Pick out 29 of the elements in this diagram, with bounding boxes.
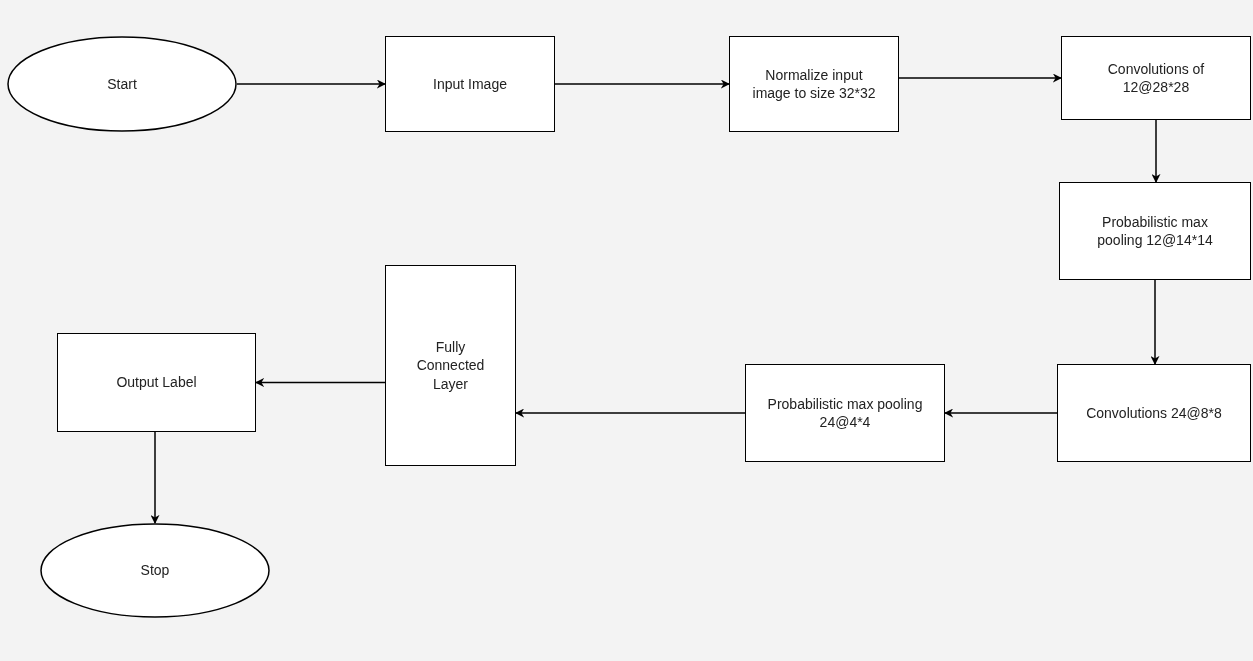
arrow — [236, 79, 386, 89]
arrow — [150, 431, 160, 524]
node-label: Stop — [139, 561, 171, 580]
process-box — [1059, 182, 1251, 280]
arrow — [1151, 119, 1161, 183]
node-label: Start — [106, 74, 138, 94]
arrow — [255, 378, 386, 387]
node-label: Convolutions of 12@28*28 — [1106, 59, 1206, 97]
process-box — [1061, 36, 1251, 120]
node-label: Probabilistic max pooling 12@14*14 — [1096, 212, 1214, 250]
node-label: Input Image — [432, 74, 508, 94]
process-box — [385, 36, 555, 132]
terminal-ellipse — [40, 523, 270, 618]
terminal-ellipse — [7, 36, 237, 132]
process-box — [57, 333, 256, 432]
arrow — [944, 408, 1058, 418]
node-label: Fully Connected Layer — [415, 338, 486, 393]
node-label: Probabilistic max pooling 24@4*4 — [766, 394, 924, 432]
process-box — [729, 36, 899, 132]
arrow — [898, 73, 1062, 83]
arrow — [1150, 279, 1160, 365]
process-box — [745, 364, 945, 462]
node-label: Output Label — [115, 373, 198, 392]
process-box — [1057, 364, 1251, 462]
node-label: Convolutions 24@8*8 — [1085, 403, 1223, 423]
arrow — [515, 408, 746, 418]
process-box — [385, 265, 516, 466]
node-label: Normalize input image to size 32*32 — [751, 65, 877, 103]
arrow — [554, 79, 730, 89]
